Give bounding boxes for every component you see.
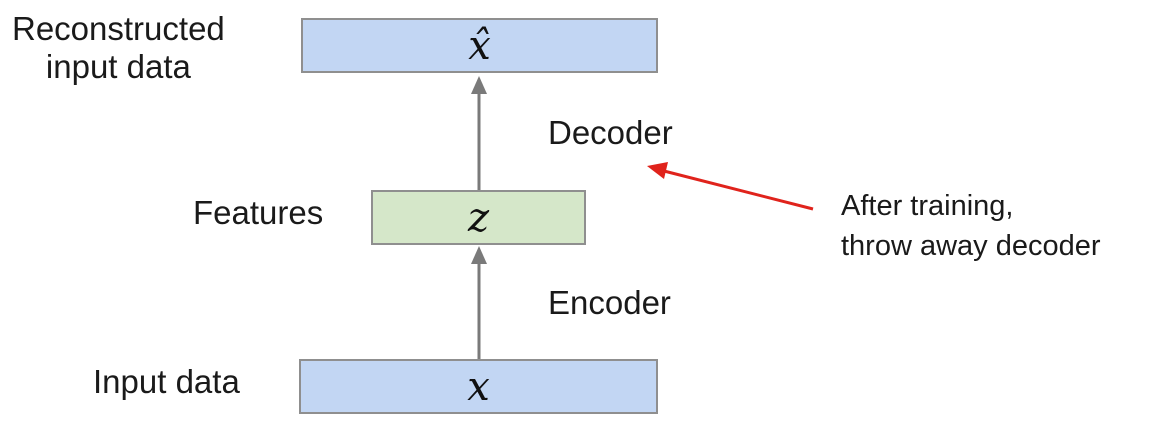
encoder-label: Encoder (548, 284, 671, 321)
reconstructed-output-box: x̂ (301, 18, 658, 73)
input-data-label: Input data (93, 363, 240, 400)
reconstructed-label-line-1: Reconstructed (12, 10, 225, 47)
input-data-box: x (299, 359, 658, 414)
reconstructed-label-line-2: input data (45, 48, 191, 85)
features-label: Features (193, 194, 324, 231)
x-hat-symbol: x̂ (468, 22, 491, 69)
annotation-arrow (647, 162, 814, 211)
z-symbol: z (467, 194, 490, 241)
annotation-line-2: throw away decoder (841, 230, 1101, 262)
annotation-text: After training, throw away decoder (841, 186, 1101, 266)
features-box: z (371, 190, 586, 245)
decoder-label: Decoder (548, 114, 673, 151)
decoder-arrow (471, 76, 487, 190)
encoder-arrow (471, 246, 487, 359)
annotation-line-1: After training, (841, 190, 1014, 222)
x-symbol: x (467, 363, 490, 410)
reconstructed-input-label: Reconstructed input data (12, 10, 225, 86)
